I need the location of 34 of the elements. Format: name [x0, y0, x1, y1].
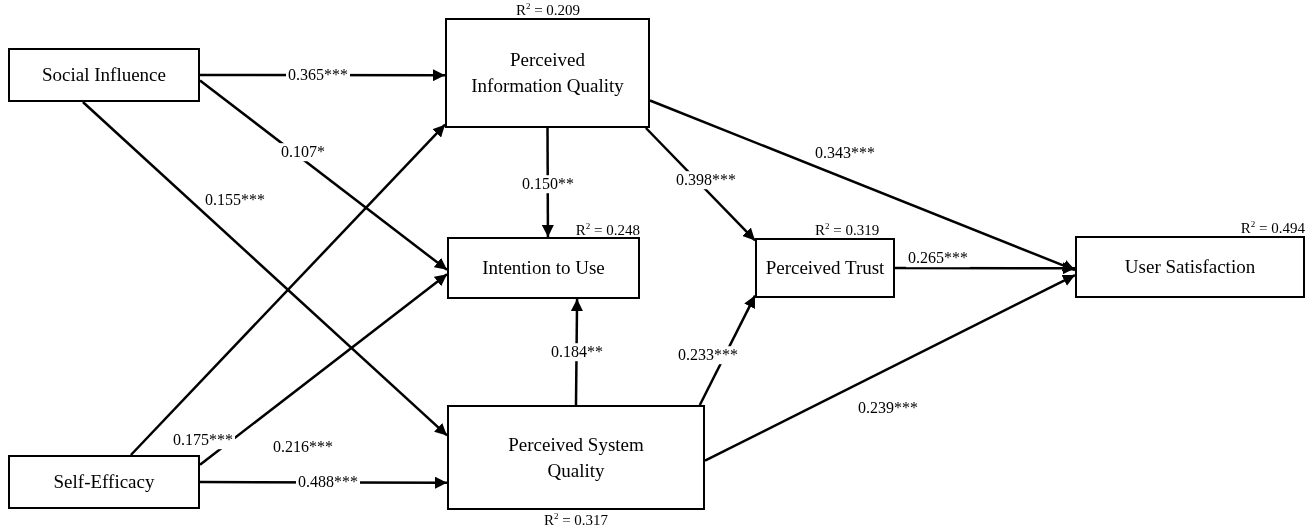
construct-name: Social Influence [42, 63, 166, 88]
construct-box [447, 405, 705, 510]
path-arrow [199, 273, 448, 466]
edge-label: 0.184** [549, 343, 605, 361]
edge-label: 0.107* [279, 143, 327, 161]
construct-box [447, 237, 640, 299]
r-squared-label: R$^{2}$ = 0.317 [543, 512, 609, 526]
construct-box [8, 48, 200, 102]
edge-label: 0.150** [520, 175, 576, 193]
construct-name: Intention to Use [482, 256, 605, 281]
construct-name: Perceived Trust [765, 256, 885, 281]
r-squared-label: R$^{2}$ = 0.494 [1240, 220, 1305, 236]
edge-label: 0.175*** [171, 431, 235, 449]
path-arrow [698, 295, 757, 406]
construct-box [8, 455, 200, 509]
edge-label: 0.265*** [906, 249, 970, 267]
path-arrow [895, 262, 1075, 275]
construct-name: Perceived System Quality [507, 432, 645, 483]
construct-box [445, 18, 650, 128]
construct-box [1075, 236, 1305, 298]
construct-box [755, 238, 895, 298]
edge-label: 0.233*** [676, 346, 740, 364]
r-squared-label: R$^{2}$ = 0.248 [575, 222, 640, 238]
path-arrow [82, 101, 448, 437]
r-squared-label: R$^{2}$ = 0.209 [515, 2, 581, 18]
edge-label: 0.398*** [674, 171, 738, 189]
path-arrow [199, 79, 448, 271]
path-arrow [129, 123, 446, 456]
path-arrow [704, 273, 1076, 462]
construct-name: Self-Efficacy [53, 470, 155, 495]
construct-name: User Satisfaction [1124, 255, 1256, 280]
r-squared-label: R$^{2}$ = 0.319 [815, 222, 880, 238]
path-arrow [649, 99, 1076, 272]
construct-name: Perceived Information Quality [470, 48, 625, 98]
